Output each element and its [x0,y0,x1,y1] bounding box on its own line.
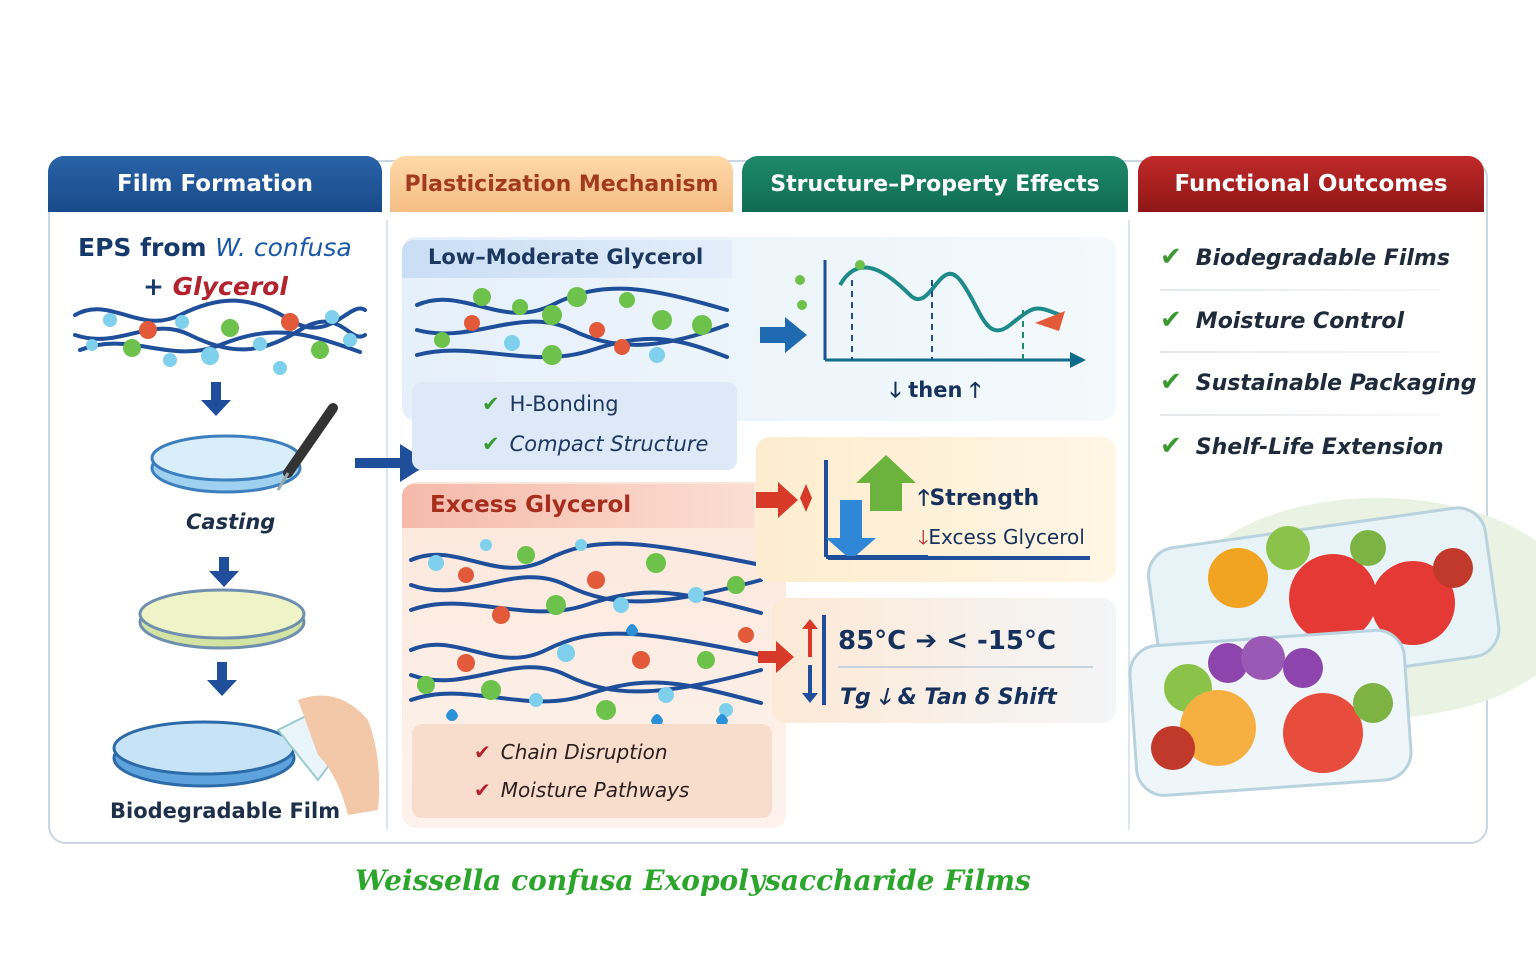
down-arrow-icon: 🡓 [878,685,890,710]
food-container-illustration [1128,498,1536,797]
low-glycerol-title: Low–Moderate Glycerol [428,245,704,269]
moisture-pathways-item: ✔Moisture Pathways [474,778,690,802]
petri-dish-icon [138,588,306,650]
eps-label: EPS from W. confusa [78,233,352,262]
excess-glycerol-title: Excess Glycerol [430,492,632,518]
disrupted-network-icon [409,539,763,726]
divider-line [838,666,1093,668]
casting-label: Casting [186,510,276,534]
bonding-box [412,382,737,470]
right-arrow-icon [355,444,430,482]
thermal-shift-arrows-icon [758,615,826,705]
low-glycerol-title-bar [402,240,732,278]
down-arrow-icon: 🡓 [890,378,901,402]
right-arrow-icon [756,482,812,518]
down-arrow-icon [209,557,239,587]
glycerol-label: + Glycerol [143,272,288,301]
polymer-network-icon [73,298,367,375]
outcome-item: ✔Shelf-Life Extension [1160,431,1444,461]
check-icon: ✔ [474,778,491,802]
right-arrow-icon: ➔ [915,626,938,656]
column-divider [1128,220,1130,830]
header-film-formation: Film Formation [48,156,382,212]
outcome-divider [1160,351,1440,353]
petri-dish-dropper-icon [150,403,338,494]
header-functional-outcomes: Functional Outcomes [1138,156,1484,212]
check-icon: ✔ [1160,431,1182,461]
check-icon: ✔ [482,392,500,416]
property-curve-graph [795,260,1086,368]
down-arrow-icon [207,662,237,696]
excess-glycerol-effect-label: 🡓Excess Glycerol [918,525,1085,549]
outcome-item: ✔Sustainable Packaging [1160,367,1477,397]
right-arrow-icon [760,317,807,353]
down-arrow-icon [201,382,231,416]
compact-network-icon [415,286,729,365]
compact-structure-item: ✔Compact Structure [482,432,709,456]
excess-glycerol-title-bar [402,484,754,528]
header-plasticization: Plasticization Mechanism [390,156,733,212]
check-icon: ✔ [1160,242,1182,272]
thermal-panel [772,598,1116,723]
up-arrow-icon: 🡑 [918,486,930,511]
axis-line [828,556,1090,560]
outcome-divider [1160,414,1440,416]
film-peeling-hand-icon [112,695,380,815]
curve-trend-label: 🡓 then 🡑 [890,378,981,402]
outcome-item: ✔Moisture Control [1160,305,1404,335]
header-structure-property: Structure–Property Effects [742,156,1128,212]
strength-label: 🡑Strength [918,486,1040,511]
check-icon: ✔ [482,432,500,456]
check-icon: ✔ [1160,367,1182,397]
h-bonding-item: ✔H-Bonding [482,392,619,416]
down-arrow-icon: 🡓 [918,525,929,549]
tg-tan-shift-label: Tg 🡓 & Tan δ Shift [840,685,1057,710]
figure-caption: Weissella confusa Exopolysaccharide Film… [355,864,1031,897]
outcome-divider [1160,289,1440,291]
outcome-item: ✔Biodegradable Films [1160,242,1450,272]
chain-disruption-item: ✔Chain Disruption [474,740,668,764]
strength-bar-icon [824,455,928,560]
disruption-box [412,724,772,818]
temperature-shift: 85°C ➔ < -15°C [838,626,1057,656]
biodegradable-film-label: Biodegradable Film [110,799,341,823]
check-icon: ✔ [1160,305,1182,335]
check-icon: ✔ [474,740,491,764]
up-arrow-icon: 🡑 [969,378,981,402]
column-divider [386,220,388,830]
